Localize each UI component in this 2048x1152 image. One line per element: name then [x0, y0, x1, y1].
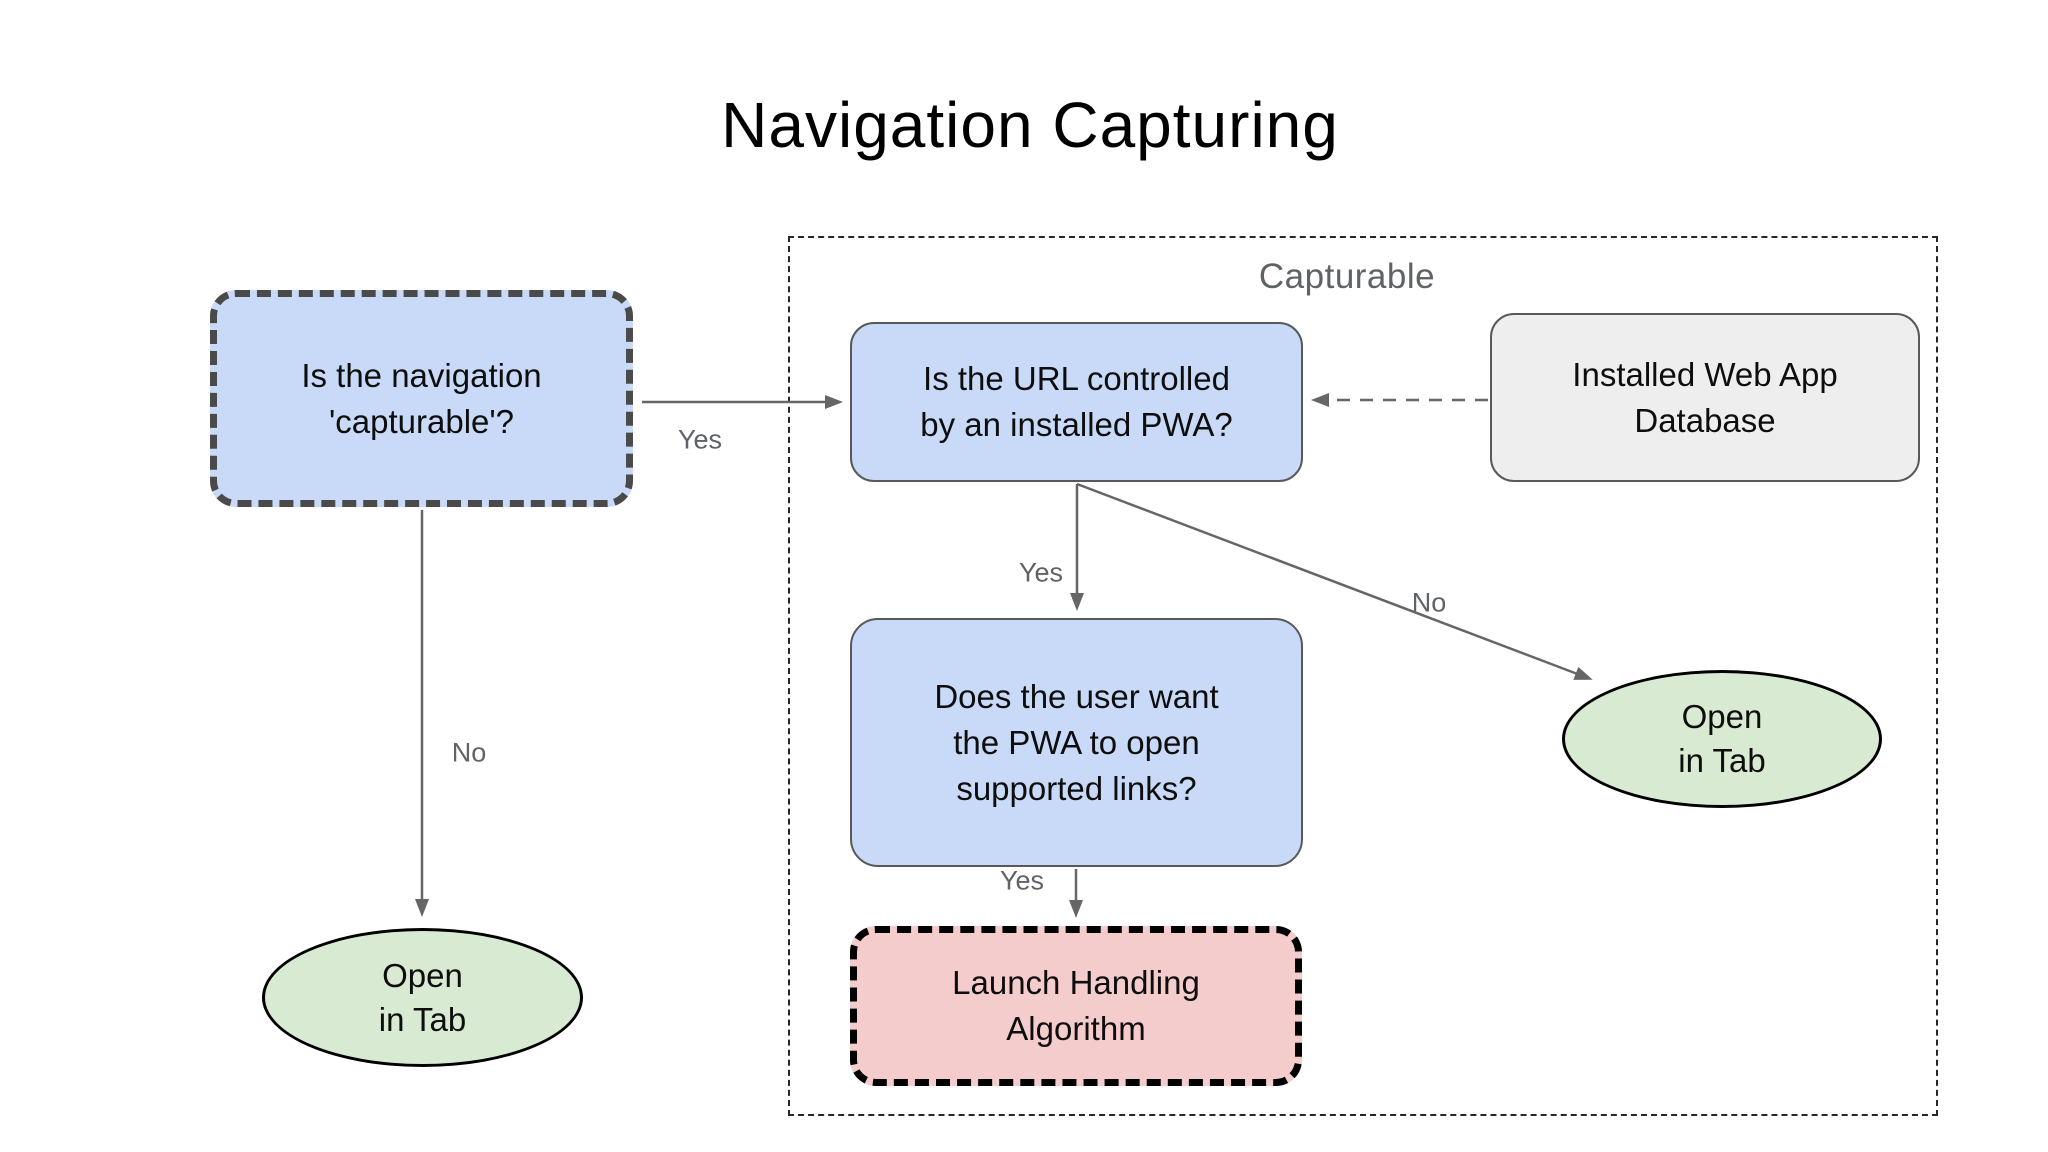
node-is-url-controlled: Is the URL controlled by an installed PW… [850, 322, 1303, 482]
diagram-title: Navigation Capturing [721, 89, 1339, 161]
node-open-in-tab-left-label: Open in Tab [378, 956, 467, 1038]
edge-label-url-controlled-yes: Yes [1018, 557, 1064, 588]
node-does-user-want-links: Does the user want the PWA to open suppo… [850, 618, 1303, 867]
capturable-group-box [788, 236, 1938, 1116]
node-is-url-controlled-label: Is the URL controlled by an installed PW… [920, 360, 1233, 443]
node-is-navigation-capturable-label: Is the navigation 'capturable'? [301, 356, 542, 440]
node-open-in-tab-right: Open in Tab [1562, 670, 1882, 808]
edge-label-user-want-yes: Yes [999, 865, 1045, 896]
node-installed-web-app-database-label: Installed Web App Database [1572, 355, 1838, 439]
node-open-in-tab-left: Open in Tab [262, 928, 583, 1067]
node-launch-handling-algorithm: Launch Handling Algorithm [850, 926, 1302, 1086]
capturable-group-label: Capturable [1258, 257, 1436, 296]
edge-label-capturable-yes: Yes [677, 424, 723, 455]
edge-label-url-controlled-no: No [1411, 587, 1447, 618]
node-installed-web-app-database: Installed Web App Database [1490, 313, 1920, 482]
edge-label-capturable-no: No [451, 737, 487, 768]
node-open-in-tab-right-label: Open in Tab [1678, 698, 1766, 779]
node-is-navigation-capturable: Is the navigation 'capturable'? [210, 290, 633, 507]
node-launch-handling-algorithm-label: Launch Handling Algorithm [952, 964, 1200, 1047]
node-does-user-want-links-label: Does the user want the PWA to open suppo… [934, 677, 1219, 807]
